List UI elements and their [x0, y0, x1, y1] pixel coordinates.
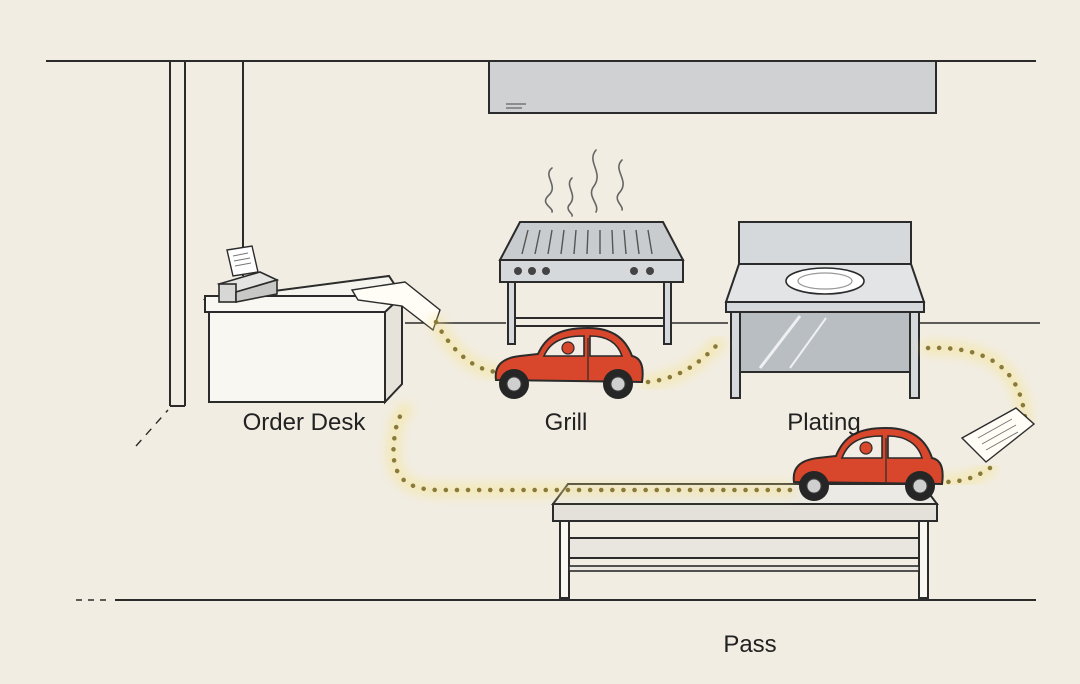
- pass-label: Pass: [723, 631, 776, 658]
- steam-icon: [544, 149, 624, 217]
- grill-label: Grill: [545, 409, 588, 436]
- ticket-printer-icon: [216, 245, 280, 303]
- grill-station: [498, 149, 685, 345]
- order-desk-label: Order Desk: [243, 409, 367, 436]
- vent-hood: [488, 60, 937, 114]
- delivery-car-icon: [494, 326, 644, 399]
- plating-label: Plating: [787, 409, 860, 436]
- pass-table: [551, 483, 939, 599]
- plate-icon: [785, 267, 865, 295]
- delivery-path: [386, 315, 1032, 497]
- delivery-car-icon: [792, 426, 944, 501]
- order-ticket-icon: [960, 407, 1036, 463]
- plating-station: [724, 221, 926, 399]
- order-desk: [202, 245, 441, 405]
